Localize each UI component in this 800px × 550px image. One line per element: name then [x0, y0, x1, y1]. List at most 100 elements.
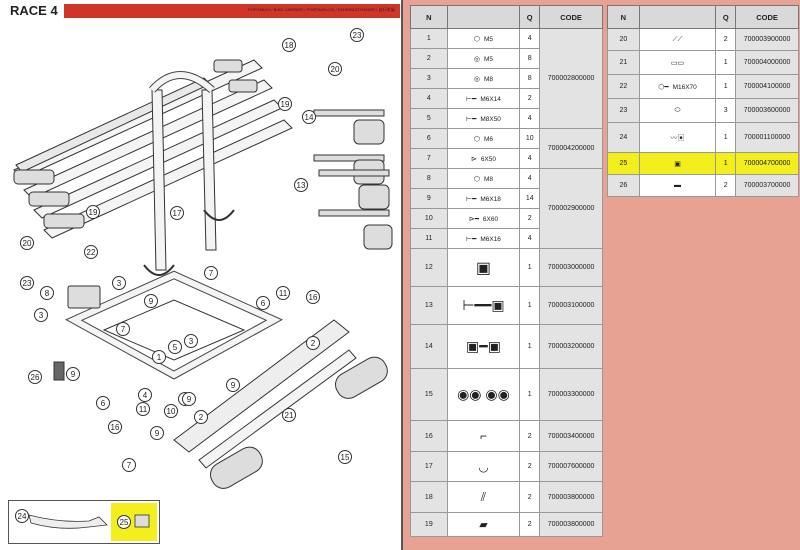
nut-icon: ⬡: [473, 175, 481, 183]
bolt-icon: ⊢━: [466, 95, 477, 103]
table-row: 9 ⊢━M6X18 14: [410, 188, 603, 209]
table-row: 19 ▰ 2 700003800000: [410, 512, 603, 537]
callout-24: 24: [15, 509, 29, 523]
screw-icon: ⊳━: [468, 215, 479, 223]
callout-13: 13: [294, 178, 308, 192]
bolt-icon: ⊢━: [466, 235, 477, 243]
cap-icon: ▰: [479, 519, 488, 531]
callout-9d: 9: [226, 378, 240, 392]
group-code-b: 700004200000: [539, 128, 603, 169]
table-row: 12 ▣ 1 700003000000: [410, 248, 603, 287]
callout-20b: 20: [20, 236, 34, 250]
clamp-icon: ◡: [478, 459, 489, 474]
callout-11: 11: [276, 286, 290, 300]
cap-icon: ▬: [674, 182, 682, 189]
table-row: 2 ◎M5 8: [410, 48, 603, 69]
callout-8: 8: [40, 286, 54, 300]
parts-table-main: N Q CODE 1 ⬡M5 4 700002800000 2 ◎M5 8 3 …: [410, 5, 603, 537]
callout-18: 18: [282, 38, 296, 52]
page-title: RACE 4: [10, 3, 58, 18]
arm-clamp-icon: ▣━▣: [466, 338, 501, 354]
table-row: 21 ▭▭ 1 700004000000: [607, 50, 799, 75]
callout-9b: 9: [66, 367, 80, 381]
callout-14: 14: [302, 110, 316, 124]
parts-table-side: N Q CODE 20 ⟋⟋ 2 700003900000 21 ▭▭ 1 70…: [607, 5, 799, 197]
callout-26: 26: [28, 370, 42, 384]
table-row: 14 ▣━▣ 1 700003200000: [410, 324, 603, 369]
table-row: 7 ⊳6X50 4: [410, 148, 603, 169]
callout-3b: 3: [34, 308, 48, 322]
table-row-highlighted: 25 ▣ 1 700004700000: [607, 152, 799, 175]
callout-2b: 2: [194, 410, 208, 424]
callout-3: 3: [112, 276, 126, 290]
col-header-n: N: [410, 5, 448, 29]
table-row: 11 ⊢━M6X16 4: [410, 228, 603, 249]
washer-icon: ◎: [473, 75, 481, 83]
callout-9f: 9: [150, 426, 164, 440]
group-code-a: 700002800000: [539, 28, 603, 129]
col-header-n: N: [607, 5, 640, 29]
nut-icon: ⬡: [473, 35, 481, 43]
arm-icon: ⊢━━▣: [462, 297, 505, 313]
table-row: 1 ⬡M5 4 700002800000: [410, 28, 603, 129]
header-bar: [4, 4, 400, 18]
screw-icon: ⊳: [470, 155, 477, 163]
callout-19b: 19: [86, 205, 100, 219]
bolt-icon: ⊢━: [466, 195, 477, 203]
table-row: 20 ⟋⟋ 2 700003900000: [607, 28, 799, 51]
callout-16: 16: [306, 290, 320, 304]
strap-icon: ⟋⟋: [672, 35, 683, 43]
callout-23: 23: [350, 28, 364, 42]
bolt-icon: ⬡━: [658, 83, 669, 91]
callout-4: 4: [138, 388, 152, 402]
page-subtitle: PORTABICI / BIKE CARRIER / PORTAVÉLOS / …: [248, 7, 395, 12]
callout-20: 20: [328, 62, 342, 76]
table-row: 8 ⬡M8 4 700002900000: [410, 168, 603, 249]
callout-5: 5: [168, 340, 182, 354]
callout-1: 1: [152, 350, 166, 364]
group-code-c: 700002900000: [539, 168, 603, 249]
table-row: 15 ◉◉ ◉◉ 1 700003300000: [410, 368, 603, 421]
table-row: 4 ⊢━M6X14 2: [410, 88, 603, 109]
callout-7: 7: [204, 266, 218, 280]
callout-6: 6: [256, 296, 270, 310]
callout-16b: 16: [108, 420, 122, 434]
table-row: 22 ⬡━M16X70 1 700004100000: [607, 74, 799, 99]
key-holder-icon: ▣: [674, 160, 681, 168]
callout-10: 10: [164, 404, 178, 418]
table-row: 23 ⬭ 3 700003600000: [607, 98, 799, 123]
strap-icon: 〰▣: [670, 134, 685, 142]
callout-3c: 3: [184, 334, 198, 348]
plate-icon: ⌐: [479, 429, 487, 443]
table-row: 18 ⫽ 2 700003800000: [410, 481, 603, 513]
callout-19: 19: [278, 97, 292, 111]
exploded-diagram: [13, 59, 393, 489]
table-row: 26 ▬ 2 700003700000: [607, 174, 799, 197]
col-header-code: CODE: [735, 5, 799, 29]
table-row: 5 ⊢━M8X50 4: [410, 108, 603, 129]
col-header-code: CODE: [539, 5, 603, 29]
col-header-q: Q: [715, 5, 737, 29]
table-row: 6 ⬡M6 10 700004200000: [410, 128, 603, 169]
bracket-icon: ▣: [475, 259, 492, 277]
callout-9: 9: [144, 294, 158, 308]
diagram-panel: RACE 4 PORTABICI / BIKE CARRIER / PORTAV…: [0, 0, 403, 550]
ring-icon: ⬭: [674, 106, 681, 114]
table-row: 24 〰▣ 1 700001100000: [607, 122, 799, 153]
callout-25: 25: [117, 515, 131, 529]
callout-21: 21: [282, 408, 296, 422]
callout-15: 15: [338, 450, 352, 464]
callout-17: 17: [170, 206, 184, 220]
callout-23b: 23: [20, 276, 34, 290]
callout-11b: 11: [136, 402, 150, 416]
callout-22: 22: [84, 245, 98, 259]
table-row: 13 ⊢━━▣ 1 700003100000: [410, 286, 603, 325]
cradle-icon: ▭▭: [670, 59, 685, 67]
callout-7b: 7: [116, 322, 130, 336]
buckle-icon: ⫽: [480, 489, 487, 504]
callout-2: 2: [306, 336, 320, 350]
table-row: 17 ◡ 2 700007600000: [410, 451, 603, 482]
table-row: 10 ⊳━6X60 2: [410, 208, 603, 229]
tail-light-icon: ◉◉ ◉◉: [457, 386, 510, 402]
inset-box: 24 25: [8, 500, 160, 544]
